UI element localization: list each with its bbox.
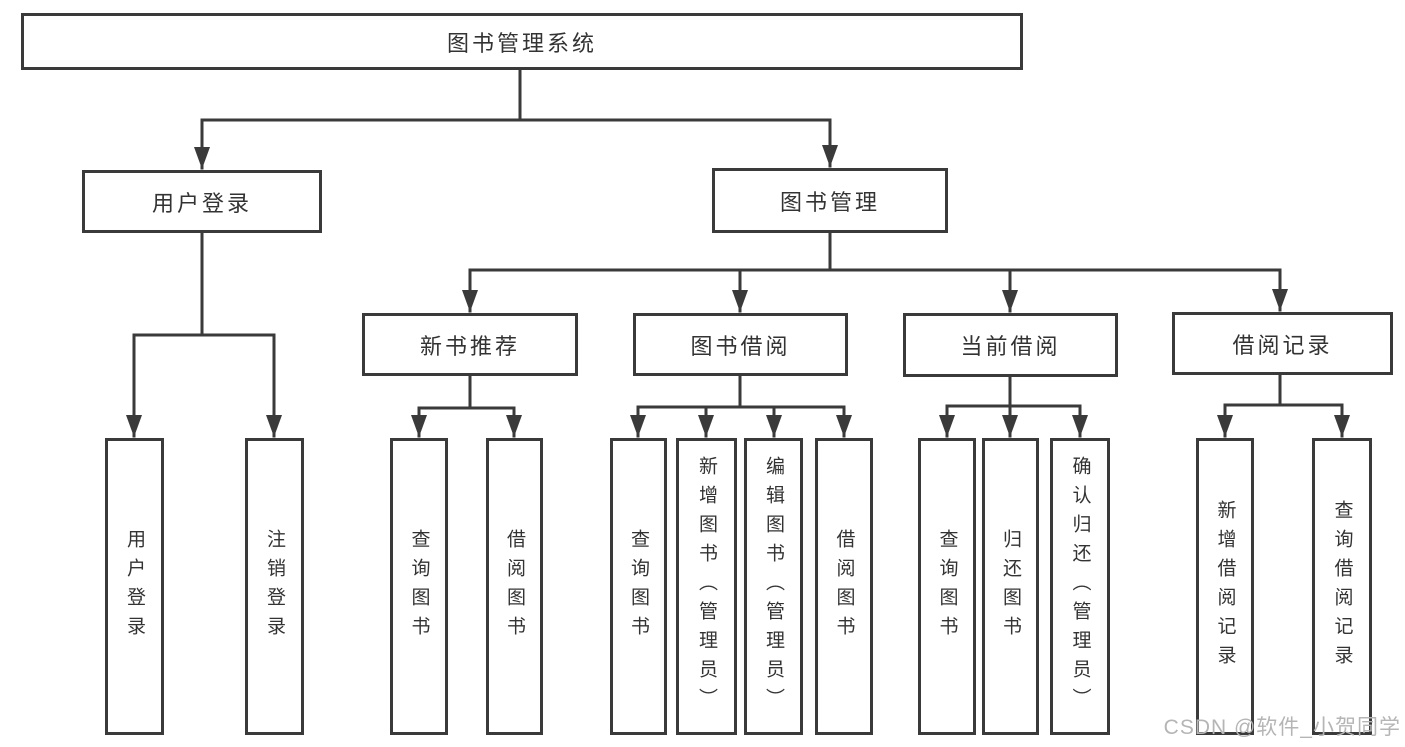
node-leaf-bb-query-book: 查询图书 — [610, 438, 667, 735]
node-leaf-cb-return-book: 归还图书 — [982, 438, 1039, 735]
connector-borrow-record-children — [1217, 373, 1350, 438]
node-leaf-bb-add-book-admin: 新增图书（管理员） — [676, 438, 737, 735]
leaf-label: 确认归还（管理员） — [1069, 456, 1091, 717]
leaf-label: 新增图书（管理员） — [696, 456, 717, 717]
node-leaf-nbr-borrow-book: 借阅图书 — [486, 438, 543, 735]
leaf-label: 归还图书 — [1000, 528, 1021, 645]
node-root: 图书管理系统 — [21, 13, 1023, 70]
connector-book-mgmt-children — [462, 231, 1288, 313]
node-leaf-cb-query-book: 查询图书 — [918, 438, 976, 735]
node-current-borrow: 当前借阅 — [903, 313, 1118, 377]
connector-user-login-children — [126, 231, 282, 438]
node-leaf-bb-borrow-book: 借阅图书 — [815, 438, 873, 735]
node-leaf-logout: 注销登录 — [245, 438, 304, 735]
connector-new-book-rec-children — [411, 374, 522, 438]
leaf-label: 用户登录 — [124, 528, 145, 645]
leaf-label: 查询借阅记录 — [1331, 499, 1353, 674]
node-leaf-user-login: 用户登录 — [105, 438, 164, 735]
node-book-borrow: 图书借阅 — [633, 313, 848, 376]
node-book-mgmt: 图书管理 — [712, 168, 948, 233]
leaf-label: 查询图书 — [408, 528, 430, 645]
node-leaf-cb-confirm-return-admin: 确认归还（管理员） — [1050, 438, 1110, 735]
connector-current-borrow-children — [939, 375, 1088, 438]
node-leaf-br-add-record: 新增借阅记录 — [1196, 438, 1254, 735]
leaf-label: 借阅图书 — [504, 528, 525, 645]
leaf-label: 查询图书 — [936, 528, 958, 645]
csdn-watermark: CSDN @软件_小贺同学 — [1163, 716, 1401, 739]
leaf-label: 新增借阅记录 — [1214, 499, 1236, 674]
leaf-label: 注销登录 — [264, 528, 285, 645]
leaf-label: 查询图书 — [628, 528, 649, 645]
node-borrow-record: 借阅记录 — [1172, 312, 1393, 375]
leaf-label: 借阅图书 — [833, 528, 855, 645]
node-leaf-nbr-query-book: 查询图书 — [390, 438, 448, 735]
node-leaf-bb-edit-book-admin: 编辑图书（管理员） — [744, 438, 803, 735]
connector-root-to-level2 — [194, 67, 838, 170]
node-user-login: 用户登录 — [82, 170, 322, 233]
leaf-label: 编辑图书（管理员） — [763, 456, 784, 717]
node-leaf-br-query-record: 查询借阅记录 — [1312, 438, 1372, 735]
connector-book-borrow-children — [630, 374, 852, 438]
node-new-book-rec: 新书推荐 — [362, 313, 578, 376]
